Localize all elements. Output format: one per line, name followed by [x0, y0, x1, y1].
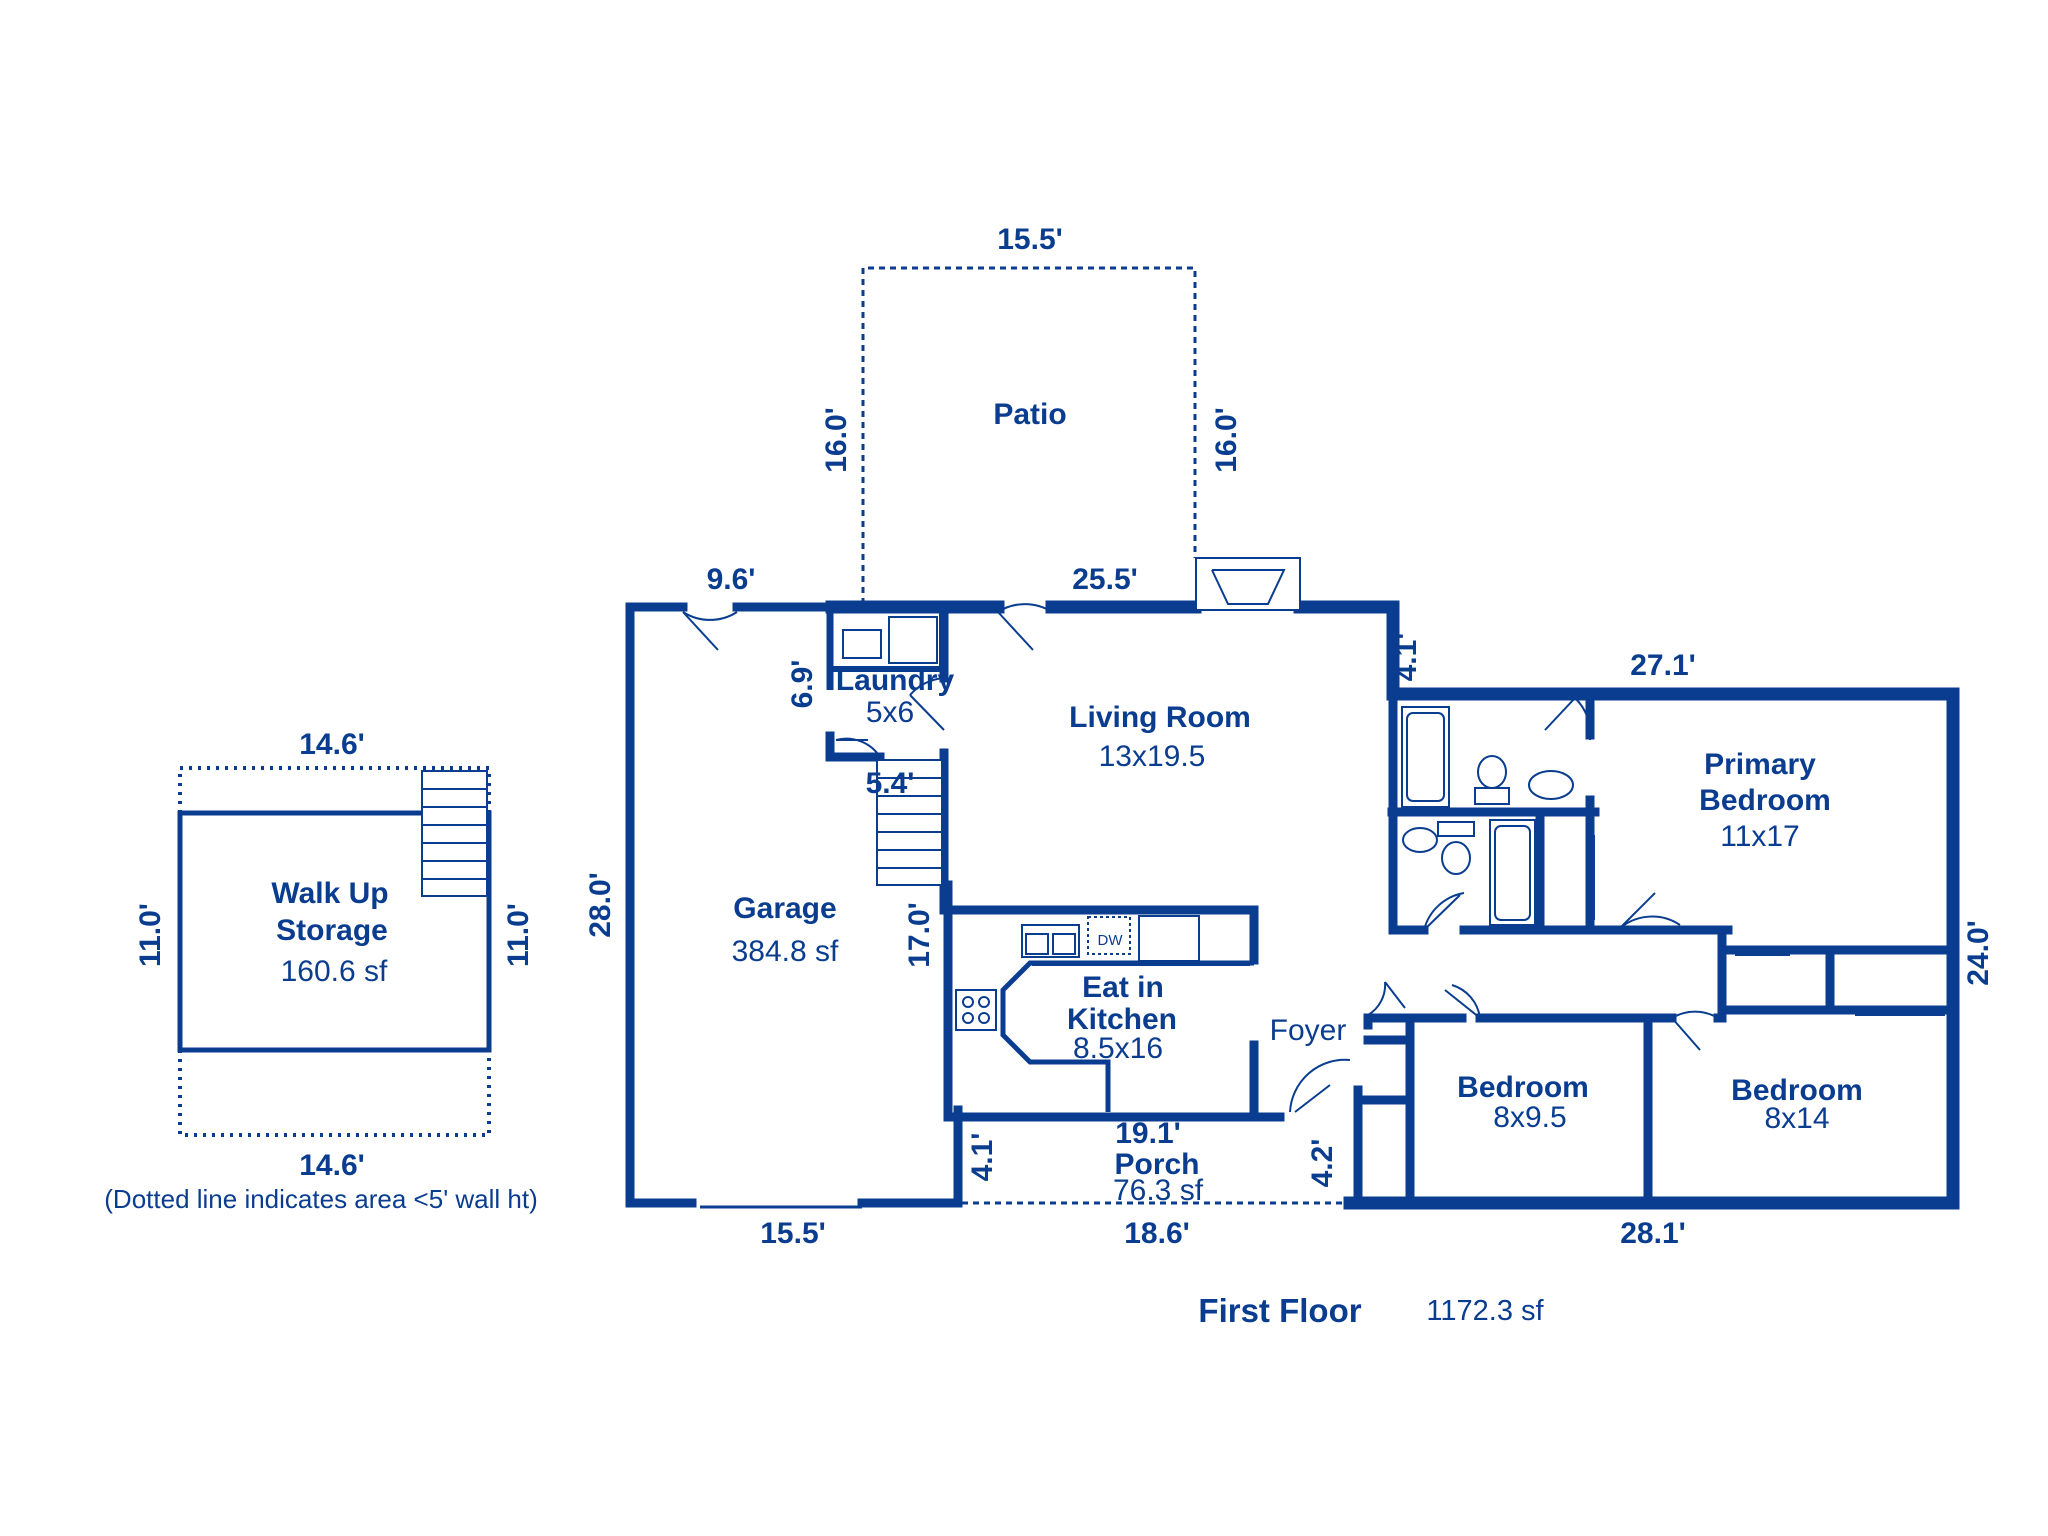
- floor-area: 1172.3 sf: [1426, 1295, 1544, 1327]
- dim-garage-bottom: 15.5': [760, 1217, 826, 1250]
- dim-patio-left: 16.0': [820, 407, 853, 473]
- kitchen-walls: [943, 880, 1285, 1122]
- laundry-size: 5x6: [866, 696, 914, 729]
- dim-porch-left: 4.1': [966, 1133, 999, 1182]
- dim-storage-left: 11.0': [134, 903, 167, 967]
- stairs: [876, 759, 943, 886]
- refrigerator: [1138, 915, 1200, 962]
- dryer: [888, 616, 938, 664]
- storage-label-1: Walk Up: [271, 877, 388, 910]
- dim-porch-top: 19.1': [1115, 1117, 1181, 1150]
- living-room-size: 13x19.5: [1099, 740, 1206, 773]
- dim-patio-top: 15.5': [997, 223, 1063, 256]
- dim-storage-bottom: 14.6': [299, 1149, 365, 1182]
- patio-outline: [861, 266, 1197, 604]
- storage-area-label: 160.6 sf: [281, 955, 388, 988]
- bedroom-2-label: Bedroom: [1731, 1074, 1863, 1107]
- dim-living-top: 25.5': [1072, 563, 1138, 596]
- dim-bedroom-top: 27.1': [1630, 649, 1696, 682]
- dim-kitchen-side: 17.0': [903, 902, 936, 968]
- dim-bedroom-bottom: 28.1': [1620, 1217, 1686, 1250]
- dim-right-side: 24.0': [1962, 920, 1995, 986]
- door-swings: [682, 603, 1719, 1113]
- foyer-label: Foyer: [1270, 1014, 1347, 1047]
- dim-step-right: 4.1': [1390, 633, 1423, 682]
- dim-storage-right: 11.0': [502, 903, 535, 967]
- dim-laundry-side: 6.9': [786, 660, 819, 709]
- dim-storage-top: 14.6': [299, 728, 365, 761]
- room-labels: Patio Laundry 5x6 Living Room 13x19.5 Pr…: [271, 398, 1862, 1207]
- garage-label: Garage: [733, 892, 836, 925]
- storage-area: [177, 766, 492, 1137]
- primary-bedroom-size: 11x17: [1720, 820, 1800, 853]
- dim-porch-right: 4.2': [1306, 1139, 1339, 1188]
- dishwasher: [1087, 916, 1131, 955]
- bathroom-walls: [1387, 689, 1733, 935]
- dimension-labels: 15.5' 16.0' 16.0' 9.6' 25.5' 4.1' 27.1' …: [134, 223, 1995, 1250]
- primary-bedroom-label-1: Primary: [1704, 748, 1816, 781]
- bathtub: [1401, 706, 1450, 808]
- bedroom-label: Bedroom: [1457, 1071, 1589, 1104]
- dim-garage-top: 9.6': [707, 563, 756, 596]
- dim-garage-side: 28.0': [584, 872, 617, 938]
- living-room-label: Living Room: [1069, 701, 1251, 734]
- laundry-label: Laundry: [836, 664, 955, 697]
- floor-title: First Floor: [1198, 1292, 1361, 1329]
- garage-area: 384.8 sf: [732, 935, 839, 968]
- primary-bedroom-label-2: Bedroom: [1699, 784, 1831, 817]
- dishwasher-label: DW: [1098, 932, 1124, 949]
- kitchen-label-1: Eat in: [1082, 971, 1164, 1004]
- storage-stairs: [421, 770, 488, 897]
- kitchen-size: 8.5x16: [1073, 1032, 1163, 1065]
- bathtub-2: [1489, 819, 1536, 926]
- storage-label-2: Storage: [276, 914, 388, 947]
- bedroom-size: 8x9.5: [1493, 1101, 1566, 1134]
- foyer-walls: [1249, 1013, 1415, 1208]
- porch-area: 76.3 sf: [1113, 1174, 1204, 1207]
- dim-stair: 5.4': [866, 767, 915, 800]
- bedroom-walls: [1405, 925, 1958, 1208]
- fireplace: [1195, 557, 1301, 611]
- dim-patio-right: 16.0': [1210, 407, 1243, 473]
- dim-porch-bottom: 18.6': [1124, 1217, 1190, 1250]
- toilet: [1474, 787, 1510, 805]
- bathroom-sink: [1528, 770, 1574, 800]
- patio-label: Patio: [993, 398, 1066, 431]
- washer: [842, 629, 882, 659]
- dotted-line-note: (Dotted line indicates area <5' wall ht): [104, 1184, 537, 1214]
- stove: [955, 989, 997, 1031]
- bedroom-2-size: 8x14: [1764, 1102, 1829, 1135]
- kitchen-label-2: Kitchen: [1067, 1003, 1177, 1036]
- porch-label: Porch: [1114, 1148, 1199, 1181]
